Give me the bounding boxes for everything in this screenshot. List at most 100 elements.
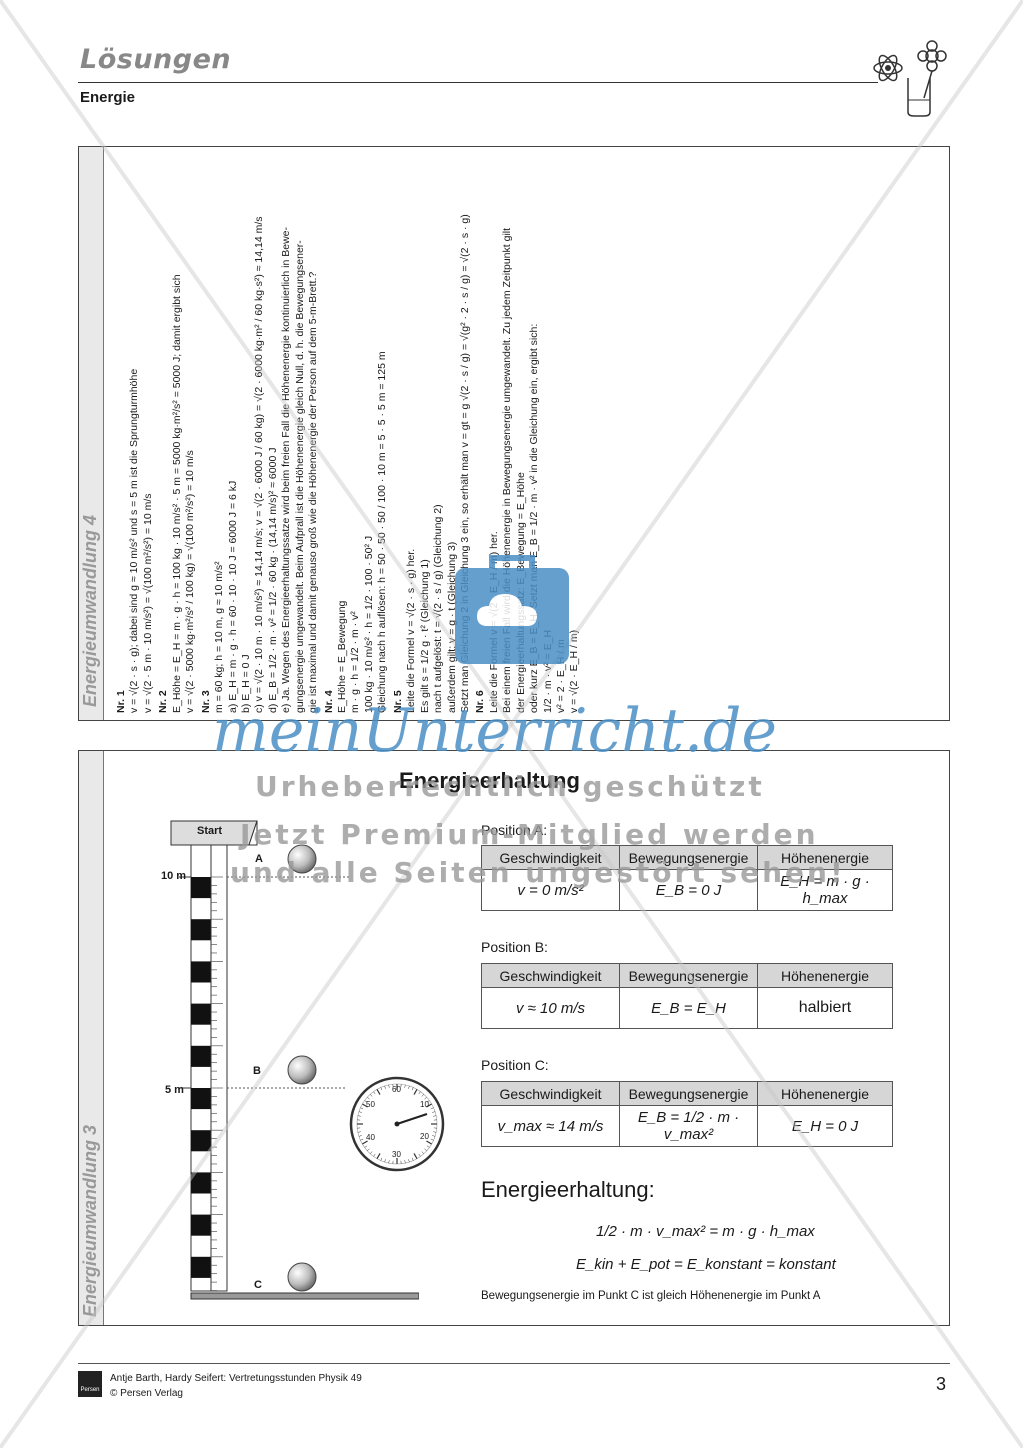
stopwatch-60: 60 — [392, 1085, 401, 1094]
section-heading: Energieerhaltung — [399, 768, 580, 793]
summary-heading: Energieerhaltung: — [481, 1177, 655, 1202]
col-speed: Geschwindigkeit — [481, 963, 620, 988]
stopwatch-50: 50 — [366, 1100, 375, 1109]
stopwatch-tick — [426, 1145, 430, 1148]
ball-a — [287, 844, 317, 874]
summary-note: Bewegungsenergie im Punkt C ist gleich H… — [481, 1290, 821, 1302]
speed-value: v = 0 m/s² — [481, 869, 620, 911]
potential-value: halbiert — [757, 987, 893, 1029]
exercise-number: Nr. 4 — [322, 690, 335, 713]
publisher-logo: Persen — [78, 1371, 102, 1397]
position-a-table: Geschwindigkeit Bewegungsenergie Höhenen… — [481, 845, 893, 911]
stopwatch-tick — [418, 1091, 421, 1095]
publisher-name: Persen — [80, 1387, 100, 1393]
solution-line: gungsenergie umgewandelt. Beim Aufprall … — [293, 240, 306, 713]
ruler-stripe — [191, 1045, 211, 1067]
solution-line: gie ist maximal und damit genauso groß w… — [307, 271, 320, 713]
stopwatch-tick — [430, 1107, 434, 1110]
header-divider — [78, 82, 878, 83]
stopwatch-tick — [388, 1160, 390, 1164]
stopwatch-tick — [426, 1100, 430, 1103]
solution-line: d) E_B = 1/2 · m · v² = 1/2 · 60 kg · (1… — [266, 447, 279, 713]
briefcase-cloud-icon — [455, 555, 569, 664]
solution-line: nach t aufgelöst: t = √(2 · s / g) (Glei… — [432, 504, 445, 713]
ruler-stripe — [191, 1214, 211, 1236]
solution-line: v = √(2 · s · g); dabei sind g ≈ 10 m/s²… — [128, 368, 141, 713]
ruler-stripe — [191, 1088, 211, 1110]
col-kinetic: Bewegungsenergie — [619, 845, 758, 870]
solution-line: E_Höhe = E_H = m · g · h = 100 kg · 10 m… — [170, 274, 183, 713]
col-potential: Höhenenergie — [757, 1081, 893, 1106]
kinetic-value: E_B = 1/2 · m · v_max² — [619, 1105, 758, 1147]
position-c-table: Geschwindigkeit Bewegungsenergie Höhenen… — [481, 1081, 893, 1147]
stopwatch-tick — [424, 1097, 427, 1100]
exercise-number: Nr. 2 — [157, 690, 170, 713]
section-label: Energieumwandlung 4 — [80, 514, 100, 707]
stopwatch-icon — [349, 1076, 445, 1172]
speed-value: v ≈ 10 m/s — [481, 987, 620, 1029]
exercise-number: Nr. 5 — [391, 690, 404, 713]
stopwatch-tick — [433, 1115, 437, 1117]
start-label: Start — [197, 825, 223, 837]
stopwatch-tick — [362, 1103, 368, 1108]
stopwatch-tick — [424, 1148, 427, 1151]
stopwatch-tick — [357, 1131, 361, 1133]
stopwatch-tick — [433, 1131, 437, 1133]
watermark-premium: Jetzt Premium-Mitglied werden — [240, 818, 819, 851]
col-potential: Höhenenergie — [757, 845, 893, 870]
stopwatch-tick — [380, 1087, 383, 1091]
stopwatch-tick — [384, 1085, 386, 1089]
potential-value: E_H = 0 J — [757, 1105, 893, 1147]
ruler-stripe — [191, 961, 211, 983]
page-subtitle: Energie — [80, 89, 136, 106]
side-strip — [79, 751, 104, 1325]
stopwatch-tick — [388, 1084, 390, 1088]
stopwatch-tick — [426, 1103, 432, 1108]
col-potential: Höhenenergie — [757, 963, 893, 988]
stopwatch-tick — [432, 1111, 436, 1113]
stopwatch-tick — [357, 1115, 361, 1117]
solution-line: v = √(2 · 5000 kg·m²/s² / 100 kg) = √(10… — [184, 450, 197, 713]
stopwatch-tick — [421, 1094, 424, 1097]
col-speed: Geschwindigkeit — [481, 1081, 620, 1106]
point-label-c: C — [254, 1279, 262, 1291]
exercise-number: Nr. 3 — [199, 690, 212, 713]
stopwatch-tick — [362, 1140, 368, 1145]
ruler-stripe — [191, 1130, 211, 1152]
stopwatch-tick — [364, 1145, 368, 1148]
col-speed: Geschwindigkeit — [481, 845, 620, 870]
point-label-b: B — [253, 1065, 261, 1077]
kinetic-value: E_B = 0 J — [619, 869, 758, 911]
science-flower-icon — [873, 40, 947, 117]
kinetic-value: E_B = E_H — [619, 987, 758, 1029]
footer-copyright: © Persen Verlag — [110, 1387, 183, 1399]
footer-credits: Antje Barth, Hardy Seifert: Vertretungss… — [110, 1372, 362, 1401]
stopwatch-tick — [367, 1148, 370, 1151]
solution-panel-3: Energieumwandlung 3 Energieerhaltung Sta… — [78, 750, 950, 1326]
position-b-label: Position B: — [481, 939, 548, 955]
stopwatch-tick — [376, 1153, 381, 1159]
stopwatch-tick — [380, 1157, 383, 1161]
stopwatch-tick — [373, 1091, 376, 1095]
stopwatch-tick — [358, 1111, 362, 1113]
height-label-5m: 5 m — [165, 1084, 184, 1096]
solution-line: Gleichung nach h auflösen: h = 50 · 50 ·… — [376, 351, 389, 713]
stopwatch-10: 10 — [420, 1100, 429, 1109]
equation-energy-balance: 1/2 · m · v_max² = m · g · h_max — [596, 1223, 815, 1240]
solution-line: a) E_H = m · g · h = 60 · 10 · 10 J = 60… — [226, 480, 239, 713]
side-strip — [79, 147, 104, 720]
stopwatch-tick — [430, 1138, 434, 1141]
stopwatch-tick — [404, 1160, 406, 1164]
solution-line: Es gilt s = 1/2 g · t² (Gleichung 1) — [418, 559, 431, 713]
solution-line: 100 kg · 10 m/s² · h = 1/2 · 100 · 50² J — [362, 535, 375, 713]
stopwatch-tick — [418, 1153, 421, 1157]
solution-line: m · g · h = 1/2 · m · v² — [349, 611, 362, 713]
stopwatch-tick — [413, 1153, 418, 1159]
stopwatch-tick — [360, 1107, 364, 1110]
section-label: Energieumwandlung 3 — [80, 1124, 100, 1317]
col-kinetic: Bewegungsenergie — [619, 963, 758, 988]
footer-divider — [78, 1363, 950, 1364]
watermark-copyright: Urheberrechtlich geschützt — [255, 770, 765, 803]
potential-value: E_H = m · g · h_max — [757, 869, 893, 911]
equation-conservation: E_kin + E_pot = E_konstant = konstant — [576, 1256, 836, 1273]
